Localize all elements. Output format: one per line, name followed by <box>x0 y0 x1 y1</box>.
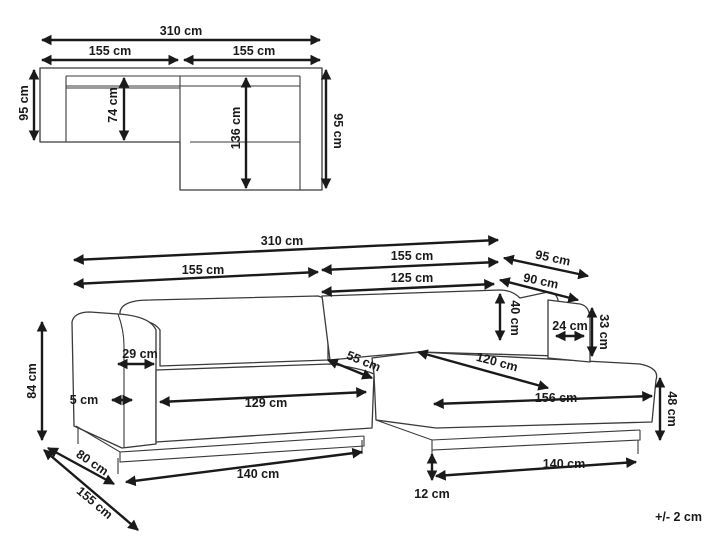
front-total-height-label: 84 cm <box>25 363 39 398</box>
top-view-outline <box>39 67 323 191</box>
front-right-back-label: 125 cm <box>391 271 433 285</box>
front-seat-height-label: 48 cm <box>665 391 679 426</box>
top-left-width-label: 155 cm <box>89 44 131 58</box>
top-chaise-depth-label: 136 cm <box>229 107 243 149</box>
dimension-lines <box>28 34 666 531</box>
top-depth-label: 95 cm <box>17 85 31 120</box>
front-chaise-inner-label: 90 cm <box>522 271 560 292</box>
front-armrest-depth-label: 24 cm <box>552 319 587 333</box>
front-depth-label: 80 cm <box>74 447 111 478</box>
front-chaise-length-label: 156 cm <box>535 391 577 405</box>
sofa-front-outline <box>71 289 658 474</box>
top-total-width-label: 310 cm <box>160 24 202 38</box>
top-right-depth-label: 95 cm <box>331 113 345 148</box>
front-base-left-label: 140 cm <box>237 467 279 481</box>
top-right-width-label: 155 cm <box>233 44 275 58</box>
front-arm-width-label: 29 cm <box>122 347 157 361</box>
front-total-width-label: 310 cm <box>261 234 303 248</box>
front-seat-width-label: 129 cm <box>245 396 287 410</box>
front-back-height-label: 40 cm <box>508 300 522 335</box>
front-right-section-label: 155 cm <box>391 249 433 263</box>
front-leg-inset-label: 5 cm <box>70 393 99 407</box>
front-left-section-label: 155 cm <box>182 263 224 277</box>
top-inner-depth-label: 74 cm <box>106 87 120 122</box>
front-leg-height-label: 12 cm <box>414 487 449 501</box>
tolerance-note: +/- 2 cm <box>655 510 702 524</box>
front-armrest-height-label: 33 cm <box>597 314 611 349</box>
front-side-length-label: 155 cm <box>74 484 115 522</box>
front-base-right-label: 140 cm <box>543 457 585 471</box>
